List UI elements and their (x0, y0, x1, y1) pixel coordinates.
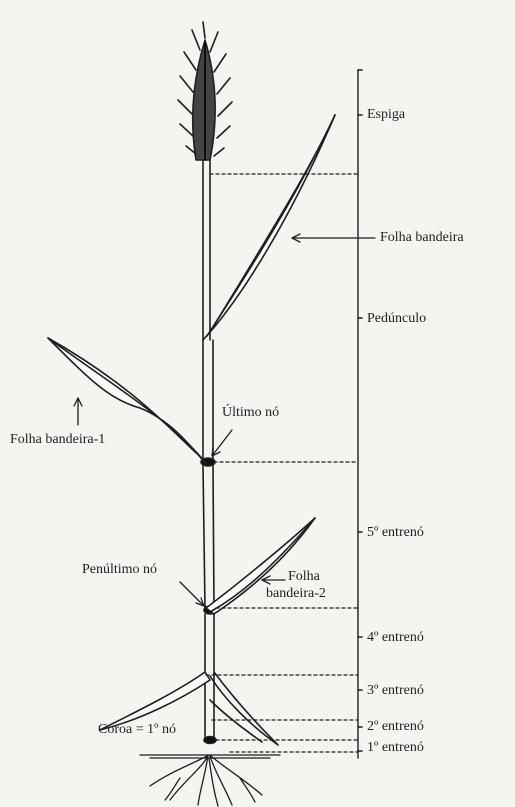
label-coroa: Coroa = 1º nó (98, 722, 176, 738)
segment-dividers (206, 174, 358, 752)
label-pedunculo: Pedúnculo (367, 311, 426, 327)
label-penultimo-no: Penúltimo nó (82, 562, 157, 578)
spike-icon (178, 22, 232, 160)
crown-node (204, 737, 216, 744)
label-1-entreno: 1º entrenó (367, 740, 424, 756)
label-folha-bandeira-2-line1: Folha (288, 569, 320, 585)
peduncle-stem (203, 160, 210, 340)
label-espiga: Espiga (367, 107, 405, 123)
label-4-entreno: 4º entrenó (367, 630, 424, 646)
label-folha-bandeira: Folha bandeira (380, 230, 464, 246)
label-ultimo-no: Último nó (222, 405, 279, 421)
label-2-entreno: 2º entrenó (367, 719, 424, 735)
roots-icon (150, 756, 262, 806)
label-folha-bandeira-1: Folha bandeira-1 (10, 432, 105, 448)
label-5-entreno: 5º entrenó (367, 525, 424, 541)
label-folha-bandeira-2-line2: bandeira-2 (266, 586, 326, 602)
label-3-entreno: 3º entrenó (367, 683, 424, 699)
